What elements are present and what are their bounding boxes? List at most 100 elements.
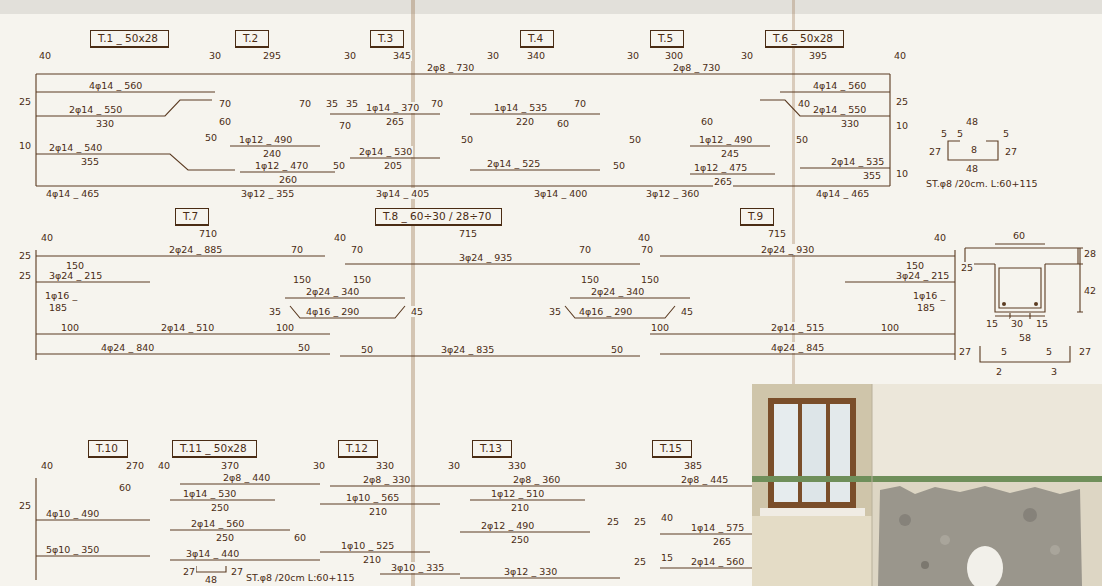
rebar-label: ST.φ8 /20cm L:60+115 bbox=[245, 572, 356, 583]
rebar-label: 2φ24 _ 340 bbox=[590, 286, 645, 297]
rebar-label: 50 bbox=[332, 160, 346, 171]
rebar-label: 210 bbox=[368, 506, 388, 517]
rebar-label: 1φ16 _ bbox=[44, 290, 78, 301]
rebar-label: 15 bbox=[985, 318, 999, 329]
rebar-label: 30 bbox=[1010, 318, 1024, 329]
rebar-label: 5 bbox=[940, 128, 948, 139]
rebar-label: 1φ14 _ 370 bbox=[365, 102, 420, 113]
rebar-label: 2φ14 _ 550 bbox=[812, 104, 867, 115]
rebar-label: 25 bbox=[633, 516, 647, 527]
rebar-label: 1φ14 _ 535 bbox=[493, 102, 548, 113]
site-photo bbox=[872, 384, 1102, 476]
rebar-label: 40 bbox=[333, 232, 347, 243]
site-photo bbox=[830, 404, 850, 502]
rebar-label: 40 bbox=[157, 460, 171, 471]
rebar-label: 25 bbox=[606, 516, 620, 527]
rebar-dots bbox=[1002, 302, 1006, 306]
rebar-label: 5 bbox=[956, 128, 964, 139]
rebar-label: 10 bbox=[895, 168, 909, 179]
beam-tag: T.15 bbox=[652, 440, 692, 458]
rebar-label: 70 bbox=[218, 98, 232, 109]
rebar-label: 50 bbox=[612, 160, 626, 171]
beam-name: T.10 bbox=[96, 442, 120, 455]
rebar-label: 150 bbox=[352, 274, 372, 285]
beam-tag: T.3 bbox=[370, 30, 404, 48]
rebar-label: 5 bbox=[1000, 346, 1008, 357]
rebar-label: 240 bbox=[262, 148, 282, 159]
rebar-label: 250 bbox=[210, 502, 230, 513]
rebar-label: 210 bbox=[510, 502, 530, 513]
rebar-label: 4φ14 _ 465 bbox=[45, 188, 100, 199]
rebar-lines bbox=[36, 478, 752, 580]
rebar-label: 260 bbox=[278, 174, 298, 185]
rebar-label: 4φ24 _ 840 bbox=[100, 342, 155, 353]
rebar-label: 2φ14 _ 515 bbox=[770, 322, 825, 333]
site-photo bbox=[940, 535, 950, 545]
rebar-label: 3φ24 _ 215 bbox=[48, 270, 103, 281]
rebar-label: 50 bbox=[297, 342, 311, 353]
rebar-label: 245 bbox=[720, 148, 740, 159]
rebar-label: 50 bbox=[204, 132, 218, 143]
beam-tag: T.12 bbox=[338, 440, 378, 458]
rebar-label: 4φ14 _ 560 bbox=[812, 80, 867, 91]
rebar-label: 2φ14 _ 525 bbox=[486, 158, 541, 169]
rebar-dots bbox=[1002, 302, 1038, 306]
rebar-label: 40 bbox=[637, 232, 651, 243]
rebar-label: 27 bbox=[182, 566, 196, 577]
beam-tag: T.6 _ 50x28 bbox=[765, 30, 844, 48]
rebar-label: 355 bbox=[80, 156, 100, 167]
beam-name: T.8 _ 60÷30 / 28÷70 bbox=[383, 210, 494, 223]
rebar-label: 70 bbox=[430, 98, 444, 109]
rebar-label: 3φ14 _ 440 bbox=[185, 548, 240, 559]
rebar-label: 2 bbox=[995, 366, 1003, 377]
beam-tag: T.13 bbox=[472, 440, 512, 458]
rebar-label: ST.φ8 /20cm. L:60+115 bbox=[925, 178, 1039, 189]
beam-tag: T.1 _ 50x28 bbox=[90, 30, 169, 48]
site-photo bbox=[760, 508, 865, 516]
rebar-label: 345 bbox=[392, 50, 412, 61]
rebar-label: 27 bbox=[958, 346, 972, 357]
rebar-label: 250 bbox=[510, 534, 530, 545]
rebar-label: 1φ12 _ 490 bbox=[238, 134, 293, 145]
site-photo bbox=[802, 404, 826, 502]
rebar-label: 25 bbox=[960, 262, 974, 273]
rebar-label: 2φ12 _ 490 bbox=[480, 520, 535, 531]
rebar-label: 45 bbox=[680, 306, 694, 317]
rebar-label: 4φ10 _ 490 bbox=[45, 508, 100, 519]
rebar-label: 2φ8 _ 440 bbox=[222, 472, 271, 483]
rebar-label: 48 bbox=[965, 163, 979, 174]
rebar-label: 295 bbox=[262, 50, 282, 61]
site-photo bbox=[752, 516, 872, 586]
rebar-label: 45 bbox=[410, 306, 424, 317]
beam-name: T.11 _ 50x28 bbox=[180, 442, 249, 455]
rebar-label: 3φ24 _ 215 bbox=[895, 270, 950, 281]
rebar-label: 150 bbox=[292, 274, 312, 285]
rebar-label: 5 bbox=[1045, 346, 1053, 357]
beam-tag: T.2 bbox=[235, 30, 269, 48]
rebar-label: 715 bbox=[767, 228, 787, 239]
beam-tag: T.5 bbox=[650, 30, 684, 48]
rebar-label: 330 bbox=[840, 118, 860, 129]
rebar-label: 60 bbox=[1012, 230, 1026, 241]
rebar-label: 100 bbox=[880, 322, 900, 333]
rebar-label: 1φ14 _ 575 bbox=[690, 522, 745, 533]
site-photo bbox=[752, 384, 1102, 586]
rebar-label: 70 bbox=[298, 98, 312, 109]
beam-name: T.13 bbox=[480, 442, 504, 455]
rebar-label: 185 bbox=[48, 302, 68, 313]
rebar-label: 2φ14 _ 530 bbox=[358, 146, 413, 157]
rebar-label: 27 bbox=[1004, 146, 1018, 157]
rebar-lines bbox=[948, 141, 998, 160]
rebar-label: 35 bbox=[345, 98, 359, 109]
rebar-label: 100 bbox=[650, 322, 670, 333]
beam-tag: T.10 bbox=[88, 440, 128, 458]
rebar-label: 1φ12 _ 510 bbox=[490, 488, 545, 499]
rebar-label: 3φ14 _ 405 bbox=[375, 188, 430, 199]
rebar-label: 1φ14 _ 530 bbox=[182, 488, 237, 499]
rebar-label: 70 bbox=[350, 244, 364, 255]
rebar-label: 220 bbox=[515, 116, 535, 127]
rebar-label: 30 bbox=[312, 460, 326, 471]
rebar-label: 50 bbox=[795, 134, 809, 145]
rebar-label: 3φ12 _ 330 bbox=[503, 566, 558, 577]
beam-name: T.12 bbox=[346, 442, 370, 455]
